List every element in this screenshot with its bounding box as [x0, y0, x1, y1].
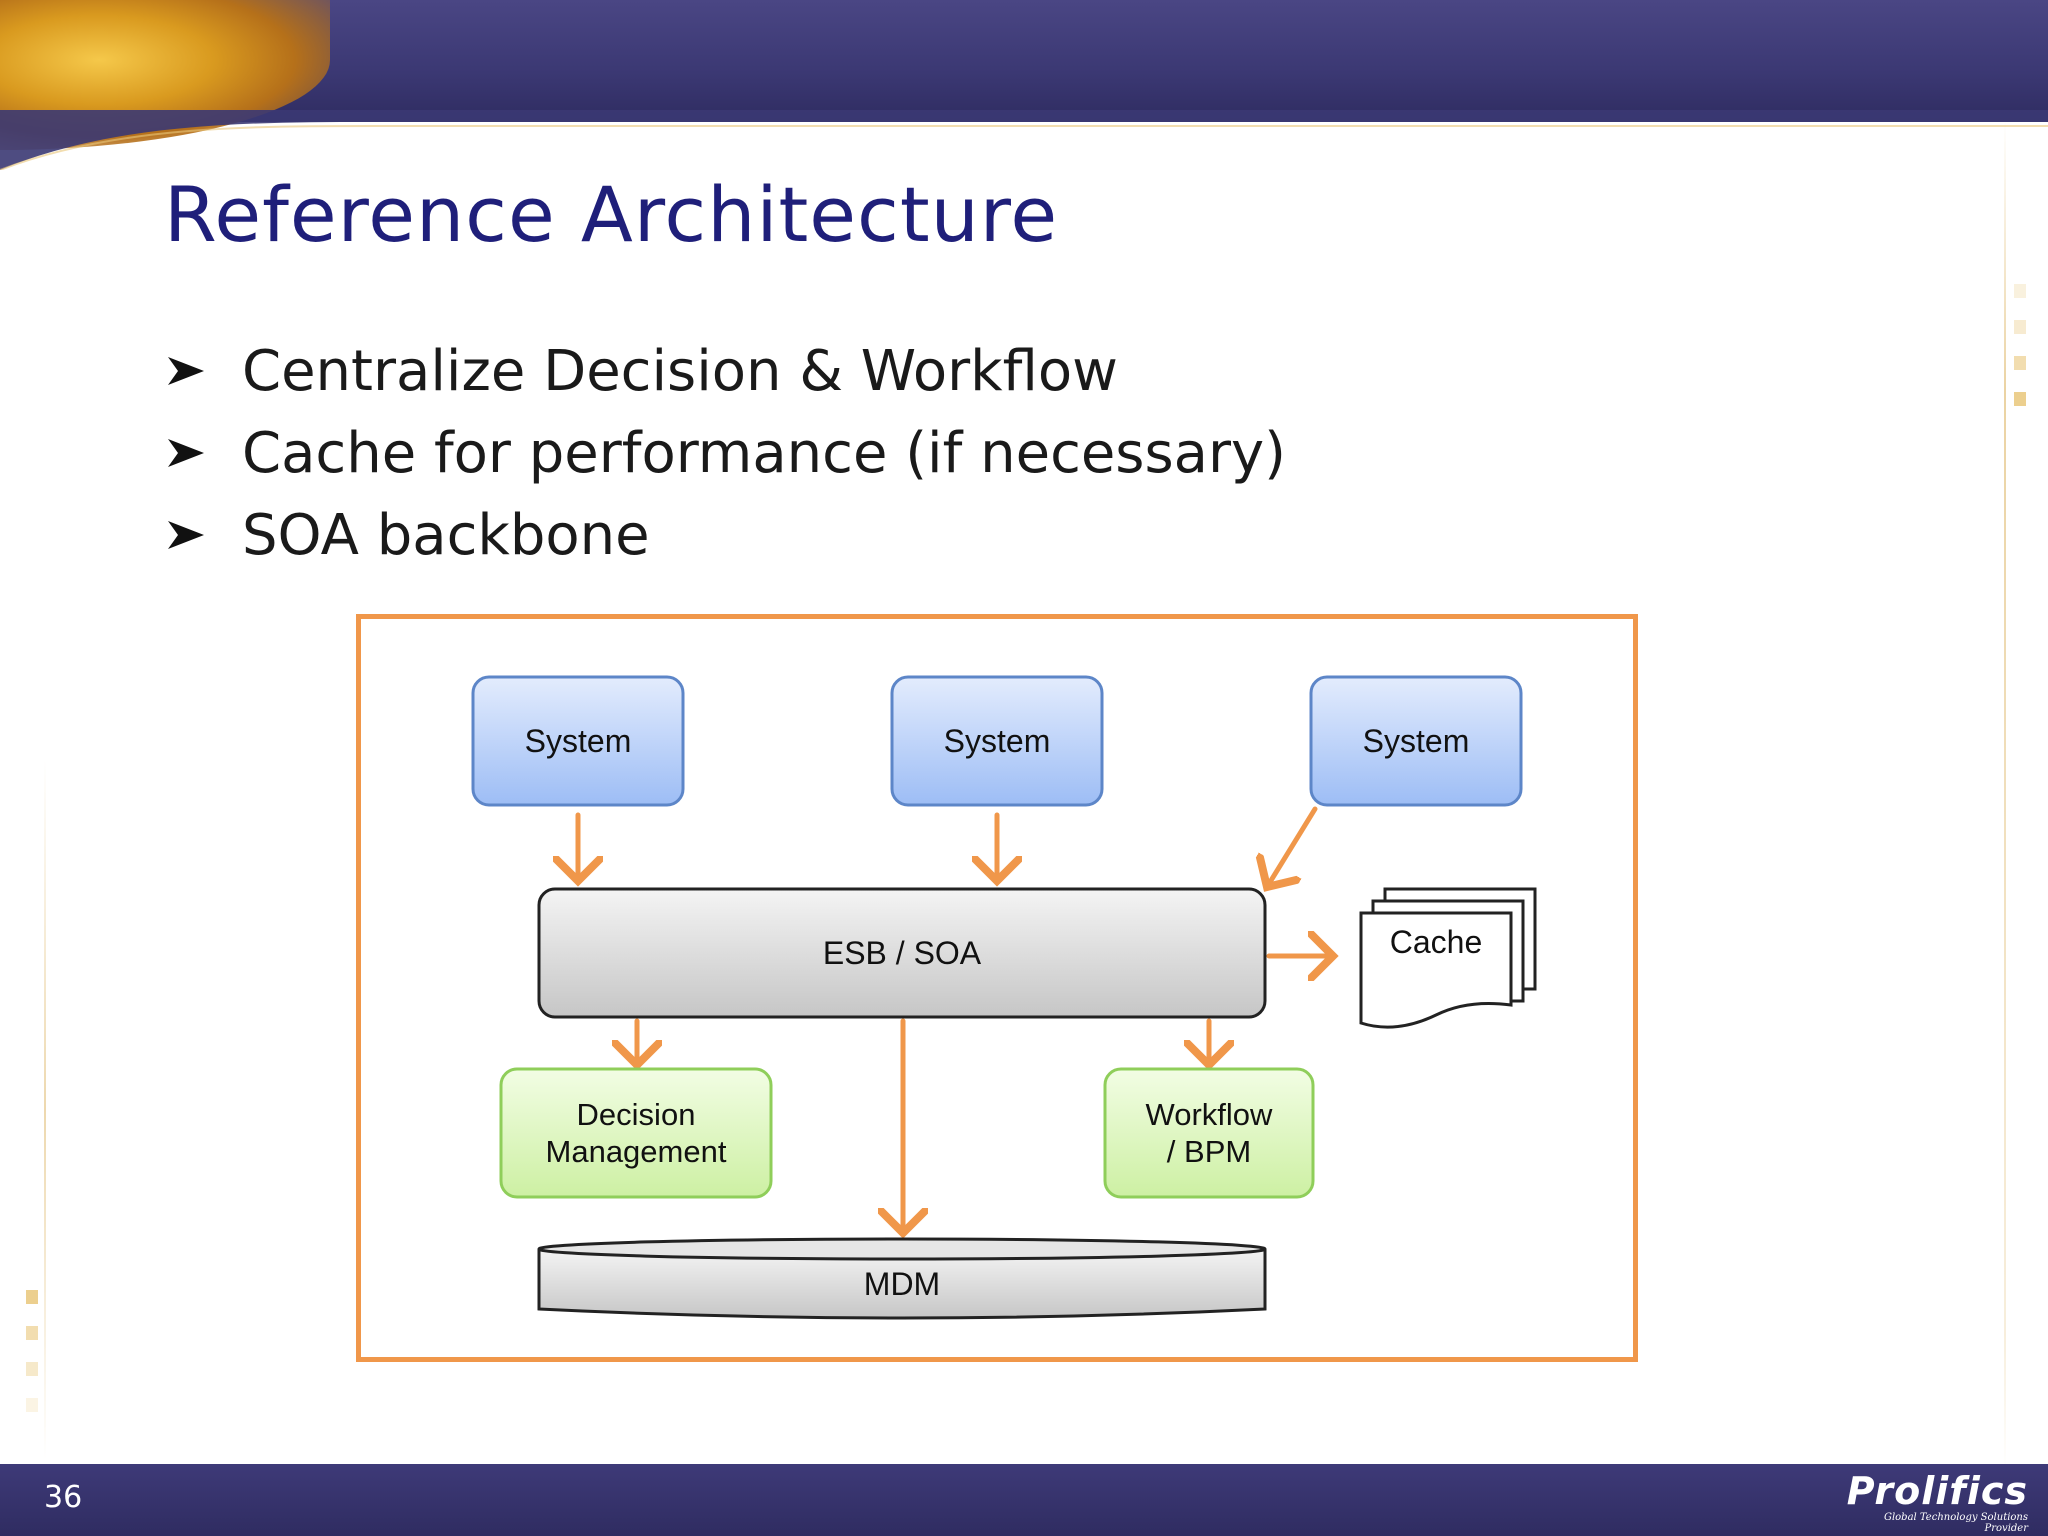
company-logo: Prolifics Global Technology Solutions Pr… — [1838, 1472, 2028, 1534]
esb-label: ESB / SOA — [822, 934, 982, 971]
decision-label: Decision Management — [501, 1069, 771, 1197]
bullet-text: Cache for performance (if necessary) — [242, 420, 1286, 486]
bullet-list: Centralize Decision & Workflow Cache for… — [164, 330, 1286, 576]
decision-box — [499, 1067, 773, 1199]
header-curve — [0, 110, 2048, 170]
workflow-label-line1: Workflow — [1145, 1096, 1273, 1132]
header-bar — [0, 0, 2048, 122]
diagram-shapes — [471, 675, 1537, 1320]
cache-icon — [1359, 887, 1537, 1029]
system-box-3 — [1309, 675, 1523, 807]
bullet-text: SOA backbone — [242, 502, 650, 568]
arrow-bullet-icon — [168, 439, 204, 467]
system-box-2 — [890, 675, 1104, 807]
system-label-2: System — [943, 722, 1051, 759]
right-accent-line — [2004, 120, 2006, 1470]
left-accent-line — [44, 760, 46, 1460]
esb-box — [537, 887, 1267, 1019]
mdm-cylinder — [537, 1237, 1267, 1320]
system-label-3: System — [1362, 722, 1470, 759]
left-decoration — [26, 1290, 38, 1434]
workflow-label-line2: / BPM — [1166, 1134, 1252, 1169]
logo-name: Prolifics — [1846, 1469, 2028, 1513]
arrow-bullet-icon — [168, 521, 204, 549]
system-label-1: System — [524, 722, 632, 759]
decision-label-line2: Management — [545, 1134, 727, 1169]
logo-tagline: Global Technology Solutions Provider — [1883, 1512, 2028, 1534]
decision-label-line1: Decision — [576, 1096, 696, 1132]
mdm-label: MDM — [863, 1265, 941, 1302]
workflow-label: Workflow / BPM — [1105, 1069, 1313, 1197]
bullet-item: Cache for performance (if necessary) — [164, 412, 1286, 494]
right-decoration — [2014, 284, 2026, 428]
page-number: 36 — [44, 1480, 83, 1515]
bullet-item: Centralize Decision & Workflow — [164, 330, 1286, 412]
cache-label: Cache — [1389, 923, 1483, 960]
system-box-1 — [471, 675, 685, 807]
architecture-diagram: System System System ESB / SOA Cache Dec… — [356, 614, 1638, 1362]
workflow-box — [1103, 1067, 1315, 1199]
arrow-bullet-icon — [168, 357, 204, 385]
footer-bar — [0, 1464, 2048, 1536]
bullet-item: SOA backbone — [164, 494, 1286, 576]
slide-title: Reference Architecture — [164, 170, 1059, 259]
bullet-text: Centralize Decision & Workflow — [242, 338, 1118, 404]
arrow-system3-esb — [1267, 806, 1318, 887]
